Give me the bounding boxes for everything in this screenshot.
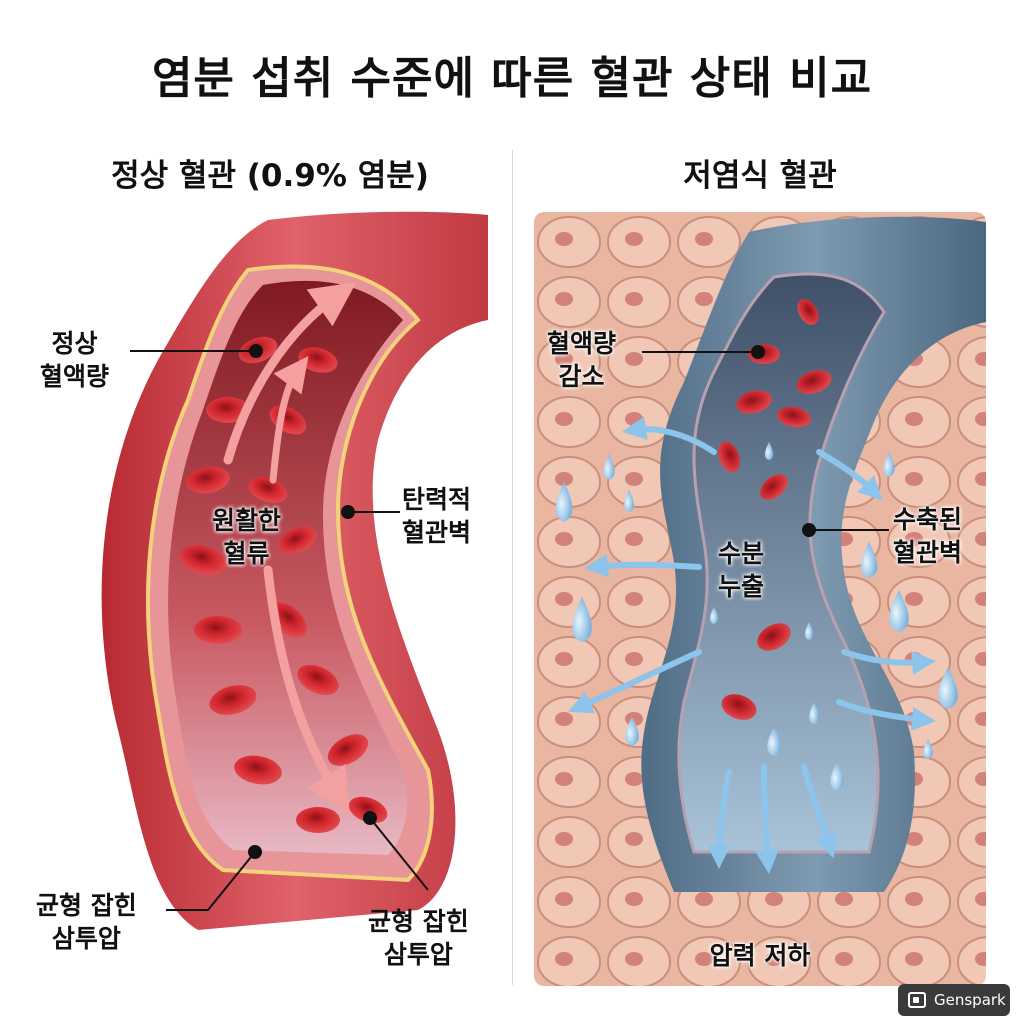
low-salt-vessel-illustration (534, 212, 986, 986)
left-heading: 정상 혈관 (0.9% 염분) (111, 158, 429, 194)
low-salt-vessel-svg (534, 212, 986, 986)
red-blood-cells (179, 336, 388, 833)
normal-vessel-illustration (18, 210, 498, 990)
normal-vessel-svg (101, 211, 488, 931)
label-pressure-drop: 압력 저하 (709, 941, 811, 970)
genspark-watermark: Genspark (898, 984, 1010, 1016)
right-heading: 저염식 혈관 (683, 158, 837, 194)
flow-arrows (223, 282, 357, 815)
right-leader-lines (642, 345, 889, 537)
watermark-text: Genspark (934, 991, 1006, 1009)
water-droplets (555, 442, 958, 791)
divider (512, 150, 513, 985)
genspark-logo-icon (908, 992, 926, 1008)
page-title: 염분 섭취 수준에 따른 혈관 상태 비교 (151, 53, 873, 104)
left-leader-lines (130, 344, 429, 911)
leak-arrows (567, 416, 936, 874)
